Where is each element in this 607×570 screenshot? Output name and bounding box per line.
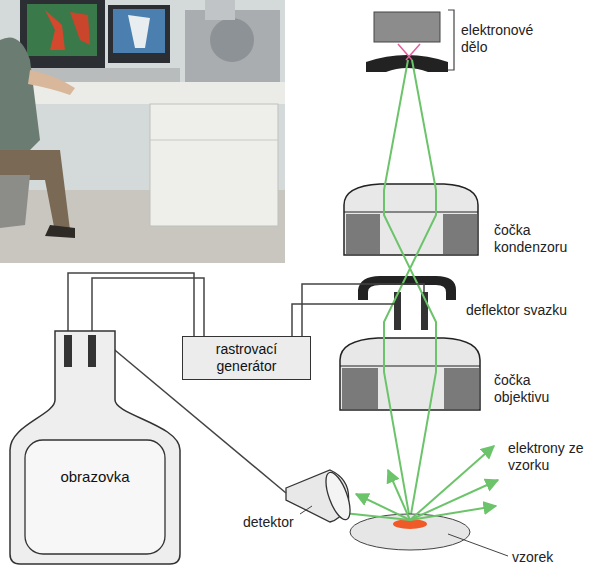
screen-text: obrazovka <box>25 468 165 486</box>
part-label: deflektor svazku <box>466 302 596 319</box>
part-label: čočka kondenzoru <box>494 222 589 256</box>
generator-box: rastrovací generátor <box>182 336 311 380</box>
electron-beam <box>384 60 436 520</box>
condenser-lens <box>344 184 478 255</box>
box-text: rastrovací generátor <box>191 341 302 375</box>
signal-wire <box>68 273 194 336</box>
part-label: elektrony ze vzorku <box>508 440 588 474</box>
part-label: detektor <box>243 514 313 531</box>
part-label: čočka objektivu <box>494 372 574 406</box>
display-screen: obrazovka <box>8 330 183 566</box>
sample <box>350 514 508 556</box>
scattered-electrons <box>334 446 498 520</box>
photo <box>0 0 285 263</box>
electron-gun <box>366 10 454 72</box>
objective-lens <box>340 338 480 410</box>
part-label: vzorek <box>512 549 582 566</box>
part-label: elektronové dělo <box>461 22 556 56</box>
crt-outline <box>8 330 183 566</box>
wires <box>92 278 424 336</box>
